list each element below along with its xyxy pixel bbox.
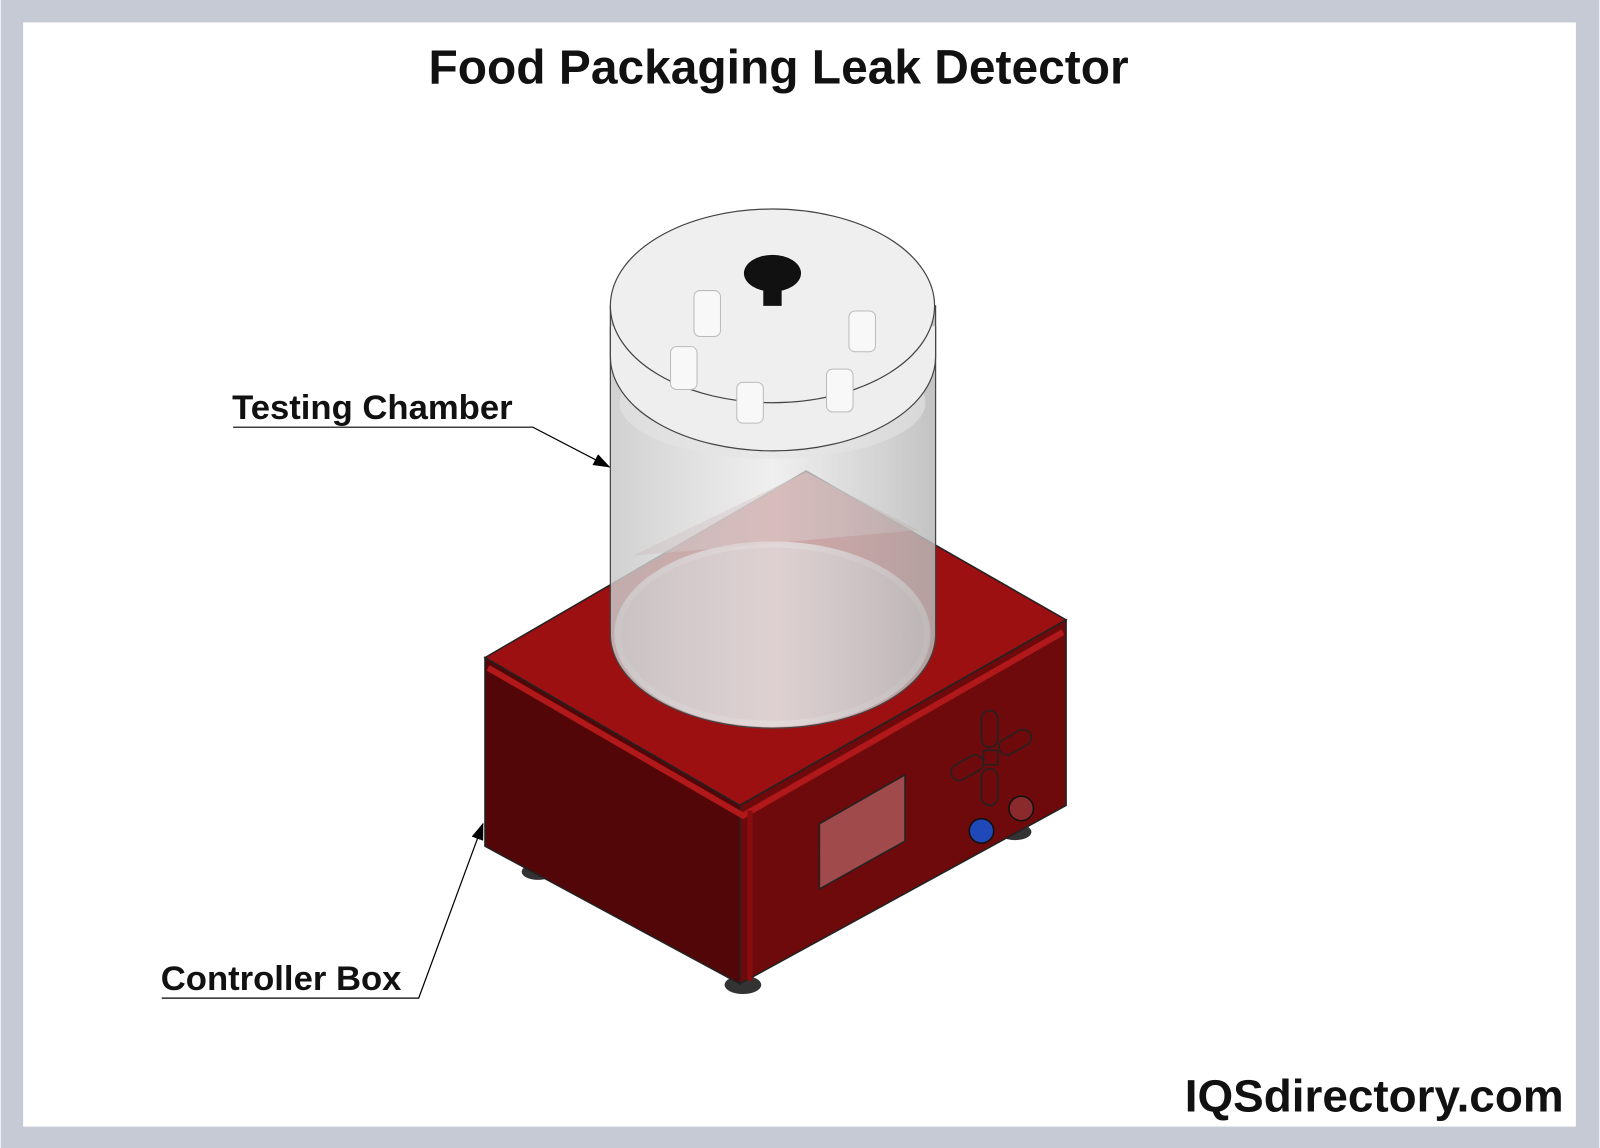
- controller-box-leader: [161, 822, 484, 999]
- display-screen: [818, 773, 906, 891]
- page-title: Food Packaging Leak Detector: [429, 42, 1129, 95]
- lid-knob: [743, 254, 802, 292]
- testing-chamber: [609, 208, 937, 729]
- dpad: [950, 709, 1032, 807]
- watermark: IQSdirectory.com: [1185, 1069, 1564, 1121]
- blue-button: [968, 817, 995, 844]
- testing-chamber-label: Testing Chamber: [232, 389, 513, 427]
- testing-chamber-leader: [233, 426, 611, 468]
- controller-box-label: Controller Box: [161, 960, 402, 998]
- red-button: [1008, 795, 1035, 822]
